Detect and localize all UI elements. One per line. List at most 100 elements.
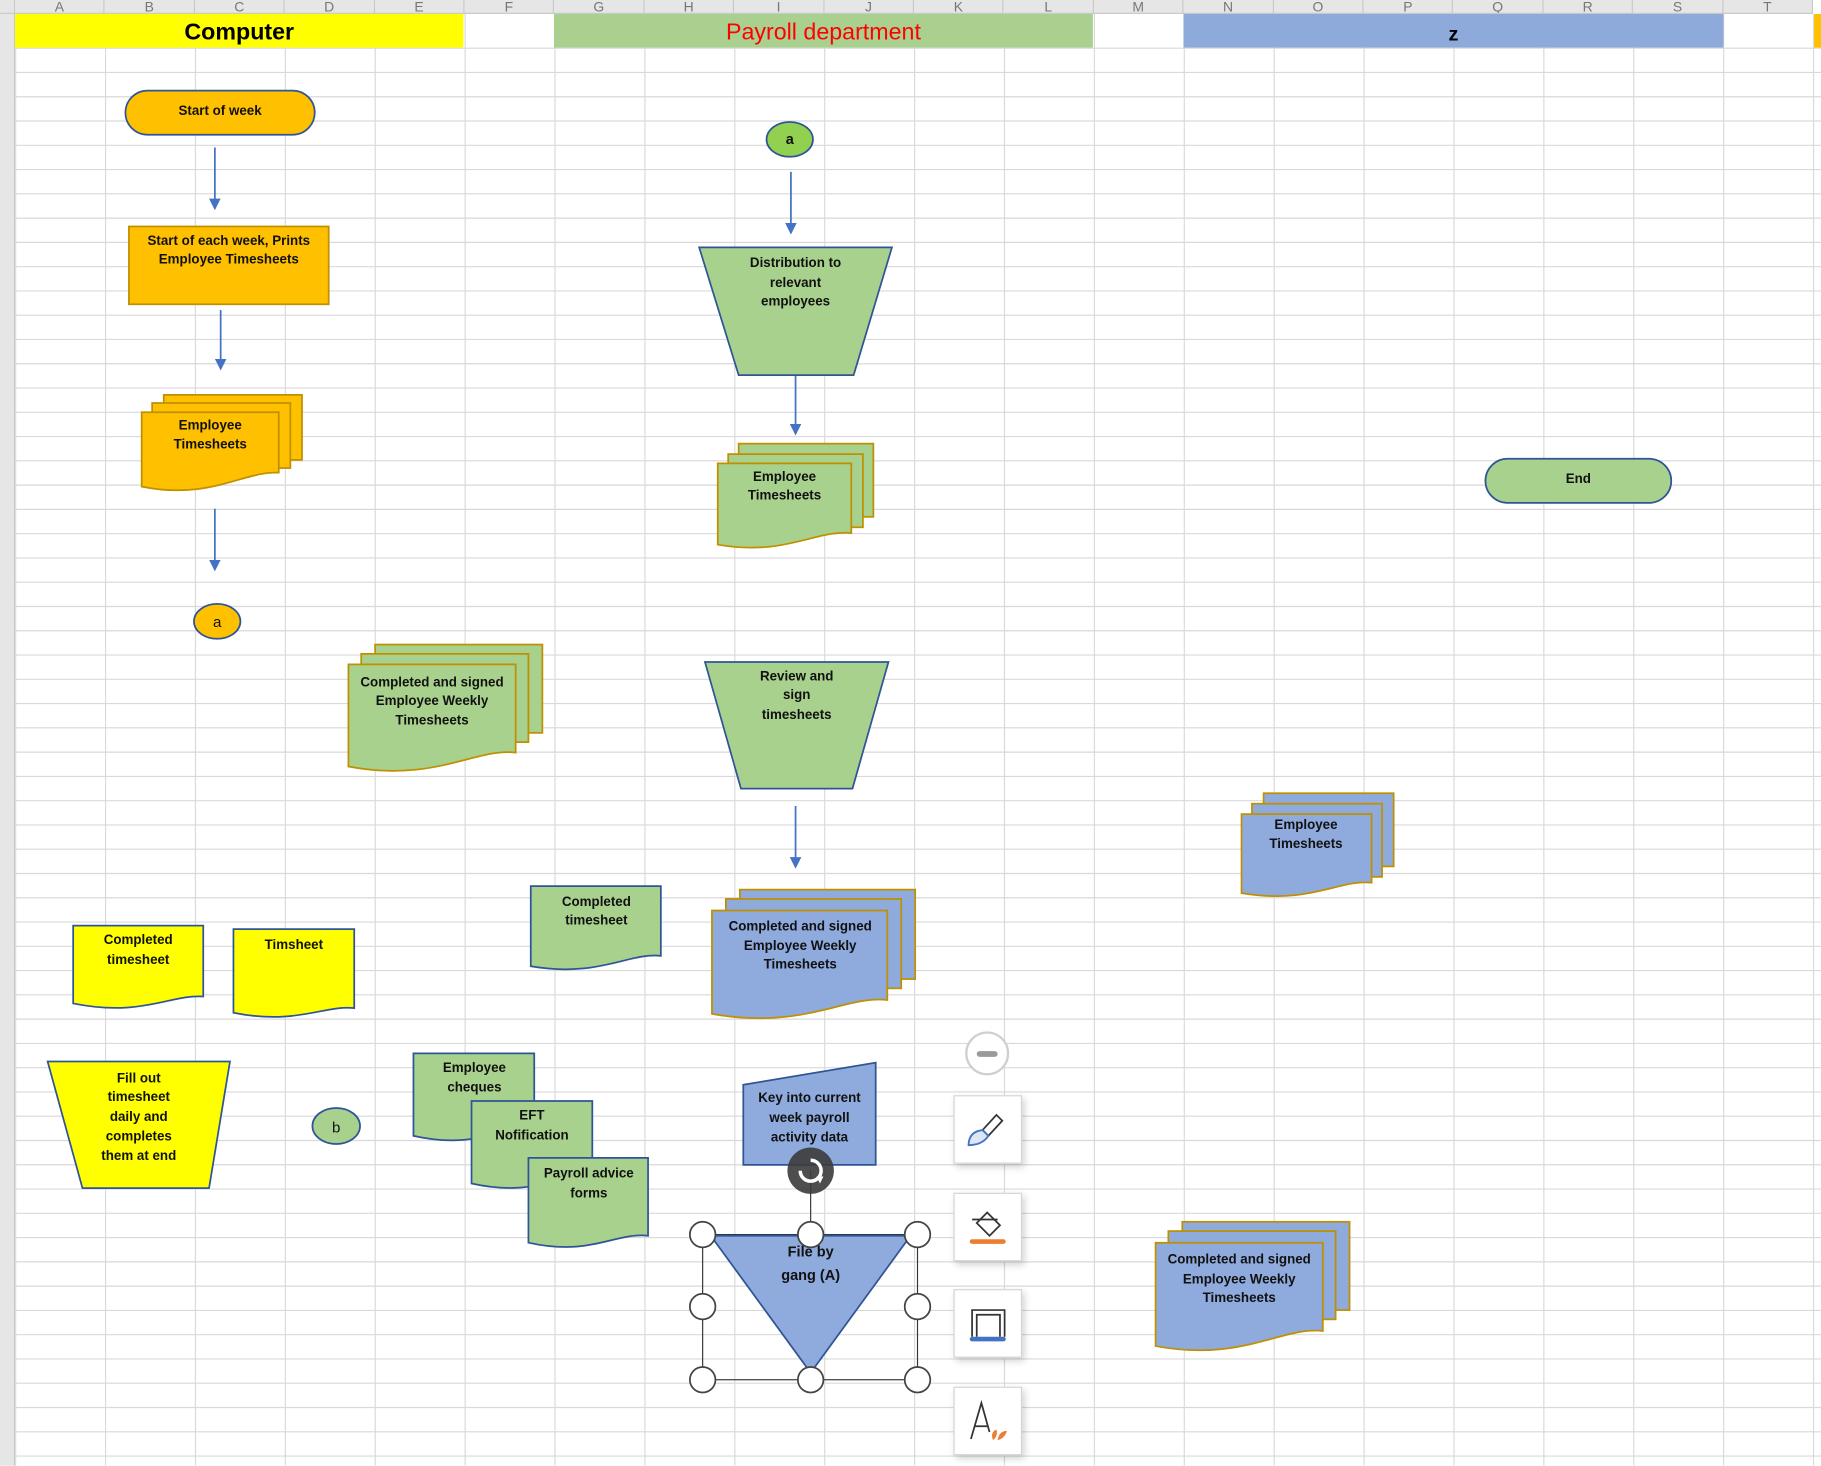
multidocument-completed-signed-payroll[interactable]: Completed and signed Employee Weekly Tim…	[711, 888, 918, 1025]
shape-label: Distribution to	[749, 256, 842, 271]
column-header-o[interactable]: O	[1273, 0, 1364, 14]
shape-label: a	[212, 613, 222, 631]
shape-label: Nofification	[495, 1128, 569, 1143]
document-timsheet[interactable]: Timsheet	[232, 928, 356, 1019]
merge-file-by-gang-selected[interactable]: File by gang (A)	[685, 1147, 936, 1398]
shape-label: Employee	[752, 470, 817, 485]
column-header-l[interactable]: L	[1003, 0, 1094, 14]
shape-label: Payroll advice	[543, 1167, 634, 1182]
connector-a-computer[interactable]: a	[193, 603, 242, 640]
shape-label: b	[332, 1118, 341, 1136]
lane-header-z[interactable]: z	[1183, 13, 1724, 48]
shape-label: Employee Weekly	[743, 939, 857, 954]
document-payroll-advice-forms[interactable]: Payroll advice forms	[527, 1157, 650, 1250]
shape-label: Review and	[759, 670, 834, 685]
shape-label: completes	[105, 1130, 172, 1144]
terminator-start-of-week[interactable]: Start of week	[124, 89, 316, 136]
column-header-p[interactable]: P	[1363, 0, 1454, 14]
column-header-n[interactable]: N	[1183, 0, 1274, 14]
manual-operation-review-sign[interactable]: Review and sign timesheets	[703, 661, 890, 790]
multidocument-z-employee-timesheets[interactable]: Employee Timesheets	[1240, 792, 1396, 899]
document-completed-timesheet-yellow[interactable]: Completed timesheet	[72, 924, 205, 1015]
column-header-e[interactable]: E	[374, 0, 465, 14]
column-header-k[interactable]: K	[914, 0, 1004, 14]
shape-label: Timesheets	[747, 488, 822, 503]
column-header-s[interactable]: S	[1633, 0, 1724, 14]
column-header-r[interactable]: R	[1543, 0, 1634, 14]
column-header-t[interactable]: T	[1723, 0, 1813, 14]
cell-grid[interactable]	[15, 13, 1821, 1466]
column-header-c[interactable]: C	[194, 0, 285, 14]
shape-label: Fill out	[116, 1071, 161, 1086]
shape-label: them at end	[101, 1149, 177, 1164]
shape-outline-icon	[969, 1309, 1006, 1342]
lane-title: z	[1448, 23, 1459, 46]
shape-label: Employee Timesheets	[158, 253, 299, 268]
toolbar-collapse-button[interactable]	[964, 1030, 1010, 1076]
shape-label: forms	[570, 1186, 608, 1201]
column-header-g[interactable]: G	[554, 0, 645, 14]
text-effects-button[interactable]	[953, 1386, 1023, 1456]
shape-label: employees	[761, 294, 831, 309]
multidocument-z-completed-signed[interactable]: Completed and signed Employee Weekly Tim…	[1154, 1220, 1351, 1356]
lane-title: Payroll department	[725, 19, 921, 46]
shape-label: Timsheet	[264, 938, 324, 953]
shape-label: Employee Weekly	[375, 694, 489, 709]
shape-label: Employee Weekly	[1182, 1272, 1296, 1287]
select-all-corner[interactable]	[0, 0, 16, 14]
shape-label: cheques	[447, 1081, 502, 1096]
row-headers	[0, 13, 16, 1466]
shape-label: Timesheets	[1202, 1291, 1276, 1306]
manual-operation-fill-out[interactable]: Fill out timesheet daily and completes t…	[46, 1060, 231, 1189]
shape-label: Completed and signed	[728, 919, 872, 934]
paintbrush-icon	[967, 1113, 1004, 1147]
shape-label: gang (A)	[781, 1267, 841, 1284]
multidocument-completed-signed-computer[interactable]: Completed and signed Employee Weekly Tim…	[347, 643, 544, 775]
terminator-end[interactable]: End	[1484, 457, 1673, 504]
column-header-i[interactable]: I	[734, 0, 825, 14]
shape-label: Completed	[561, 895, 631, 910]
shape-label: daily and	[109, 1110, 168, 1125]
process-print-timesheets[interactable]: Start of each week, Prints Employee Time…	[128, 225, 330, 306]
column-header-a[interactable]: A	[15, 0, 105, 14]
shape-label: a	[785, 131, 794, 148]
shape-label: week payroll	[769, 1111, 850, 1126]
shape-label: Start of each week, Prints	[147, 234, 311, 249]
column-header-h[interactable]: H	[644, 0, 735, 14]
column-header-q[interactable]: Q	[1453, 0, 1544, 14]
column-header-j[interactable]: J	[824, 0, 915, 14]
manual-operation-distribution[interactable]: Distribution to relevant employees	[697, 246, 894, 377]
shape-label: activity data	[770, 1131, 849, 1146]
document-completed-timesheet-green[interactable]: Completed timesheet	[529, 885, 664, 976]
connector-a-payroll[interactable]: a	[765, 121, 814, 158]
multidocument-payroll-employee-timesheets[interactable]: Employee Timesheets	[716, 442, 876, 552]
connector-b[interactable]: b	[311, 1107, 361, 1145]
column-header-m[interactable]: M	[1093, 0, 1184, 14]
multidocument-computer-employee-timesheets[interactable]: Employee Timesheets	[140, 394, 304, 494]
shape-label: Employee	[178, 419, 242, 434]
column-header-d[interactable]: D	[284, 0, 375, 14]
column-header-f[interactable]: F	[464, 0, 555, 14]
column-header-b[interactable]: B	[104, 0, 195, 14]
lane-header-computer[interactable]: Computer	[15, 13, 464, 48]
lane-title: Computer	[184, 19, 295, 46]
shape-label: Timesheets	[1269, 837, 1343, 852]
shape-label: Start of week	[178, 104, 262, 119]
shape-label: Completed	[103, 933, 173, 948]
shape-label: sign	[782, 688, 811, 703]
shape-label: relevant	[769, 276, 822, 291]
shape-label: File by	[787, 1243, 834, 1261]
lane-header-payroll-department[interactable]: Payroll department	[553, 13, 1093, 48]
outline-button[interactable]	[953, 1289, 1023, 1358]
text-effects-icon	[970, 1399, 1007, 1441]
shape-label: Key into current	[758, 1091, 861, 1106]
shape-label: timesheet	[107, 1090, 170, 1105]
shape-label: EFT	[519, 1109, 545, 1124]
shape-label: Timesheets	[763, 958, 837, 973]
shape-label: Employee	[442, 1061, 506, 1076]
manual-input-key-into-payroll[interactable]: Key into current week payroll activity d…	[742, 1061, 877, 1167]
shape-label: Timesheets	[173, 437, 247, 452]
style-button[interactable]	[953, 1095, 1023, 1164]
fill-button[interactable]	[953, 1192, 1023, 1262]
